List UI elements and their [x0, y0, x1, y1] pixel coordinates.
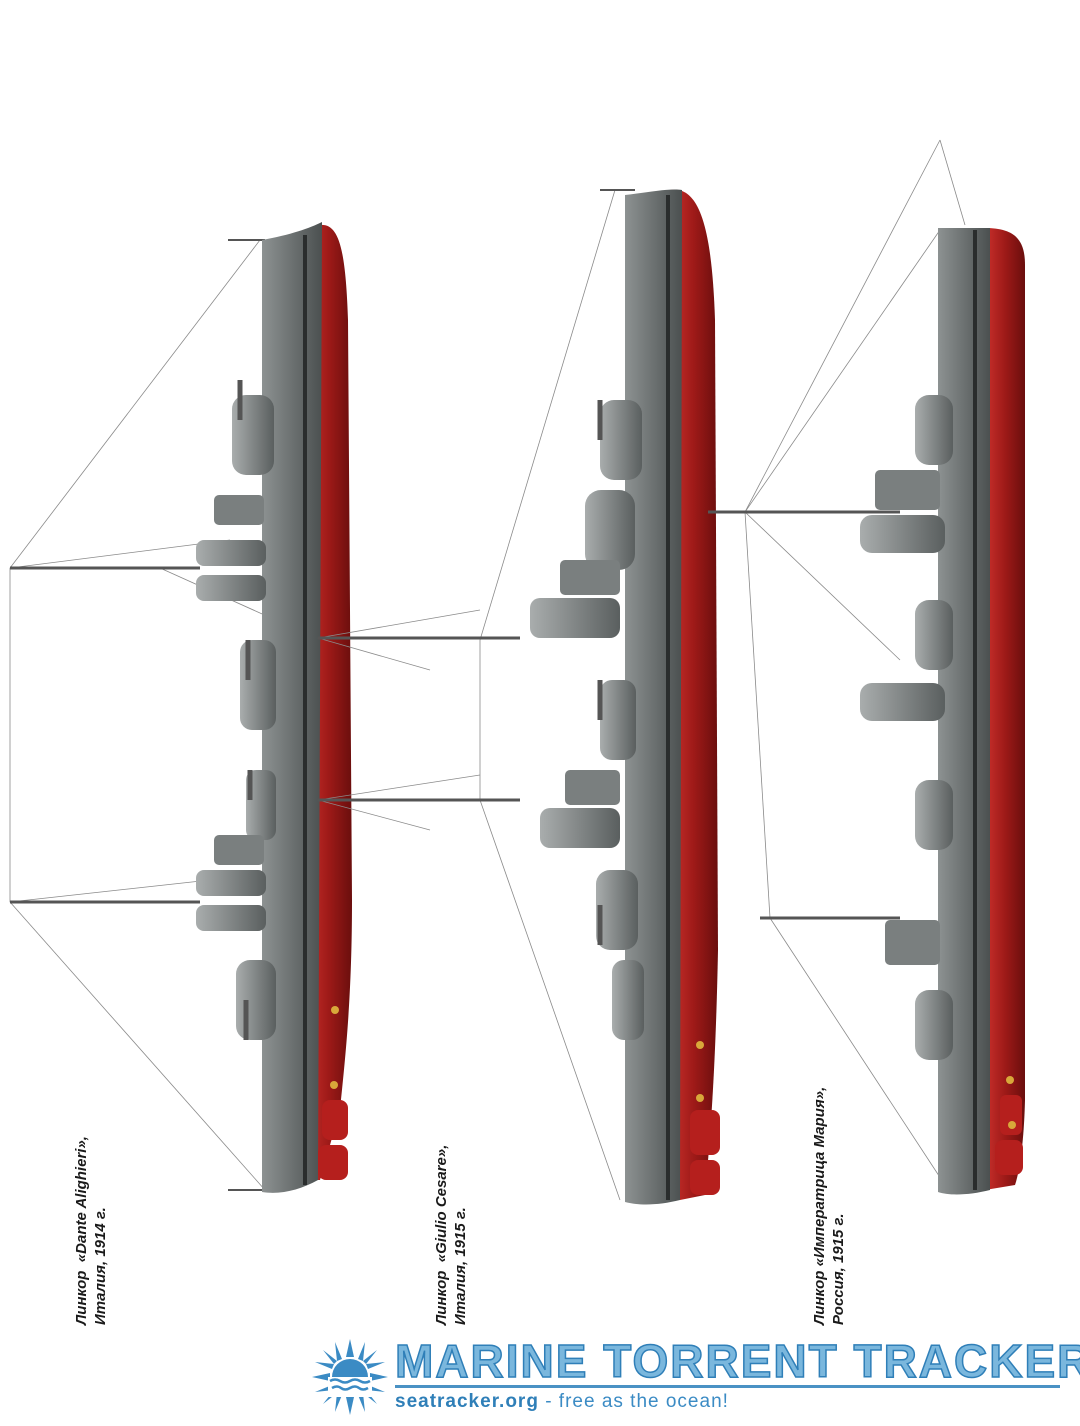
caption-name: «Giulio Cesare»,	[433, 1144, 450, 1263]
caption-name: «Dante Alighieri»,	[73, 1136, 90, 1263]
watermark-slogan: - free as the ocean!	[538, 1391, 729, 1412]
caption-origin: Италия, 1914 г.	[92, 1207, 109, 1325]
caption-type: Линкор	[811, 1270, 828, 1325]
ship-giulio-cesare	[317, 189, 720, 1205]
caption-imperatritsa-mariya: Линкор «Императрица Мария», Россия, 1915…	[810, 1087, 848, 1325]
caption-giulio-cesare: Линкор «Giulio Cesare», Италия, 1915 г.	[432, 1145, 470, 1325]
caption-origin: Италия, 1915 г.	[452, 1207, 469, 1325]
watermark-title: MARINE TORRENT TRACKER	[394, 1334, 1080, 1388]
watermark-logo: MARINE TORRENT TRACKER seatracker.org - …	[310, 1334, 1080, 1420]
ship-dante-alighieri	[9, 222, 352, 1193]
caption-origin: Россия, 1915 г.	[830, 1213, 847, 1326]
caption-type: Линкор	[433, 1270, 450, 1325]
sun-icon	[312, 1339, 388, 1415]
watermark-site: seatracker.org	[395, 1391, 539, 1412]
caption-name: «Императрица Мария»,	[811, 1086, 828, 1267]
watermark-subtitle: seatracker.org - free as the ocean!	[395, 1391, 729, 1413]
ship-imperatritsa-mariya	[708, 139, 1025, 1195]
watermark-divider	[395, 1385, 1060, 1388]
caption-dante-alighieri: Линкор «Dante Alighieri», Италия, 1914 г…	[72, 1136, 110, 1325]
caption-type: Линкор	[73, 1270, 90, 1325]
